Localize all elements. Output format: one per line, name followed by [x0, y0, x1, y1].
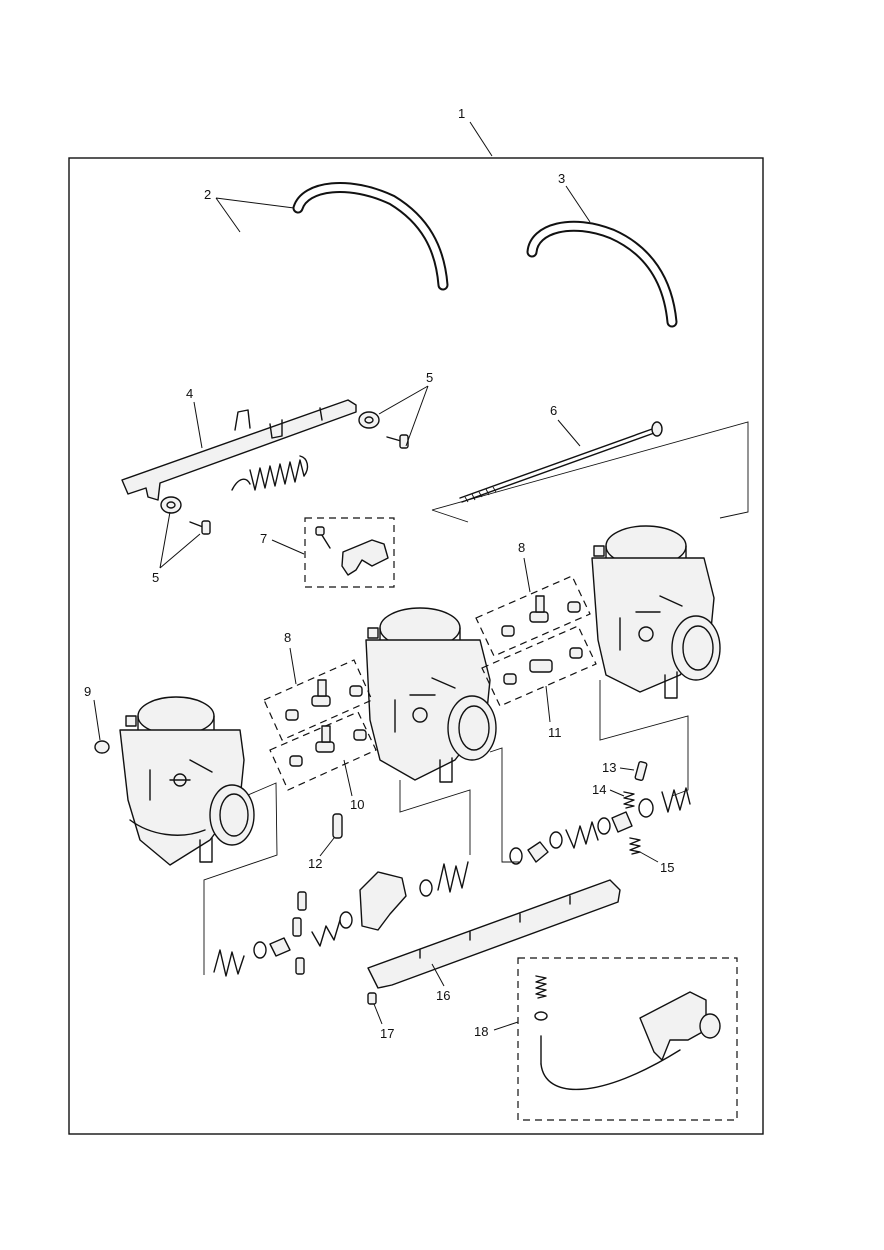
svg-text:5: 5	[152, 570, 159, 585]
svg-text:1: 1	[458, 106, 465, 121]
callout-10: 10	[343, 759, 364, 812]
svg-text:4: 4	[186, 386, 193, 401]
callout-14: 14	[592, 782, 625, 797]
choke-cable	[534, 975, 721, 1091]
callout-17: 17	[373, 1003, 394, 1041]
screw-upper	[386, 434, 409, 449]
screw-17	[367, 992, 377, 1005]
callout-7: 7	[260, 531, 305, 555]
leader-bracket-left	[203, 782, 278, 975]
callout-16: 16	[431, 963, 450, 1003]
callout-9: 9	[84, 684, 101, 741]
callout-4: 4	[186, 386, 203, 449]
linkage-left	[213, 861, 469, 977]
svg-text:5: 5	[426, 370, 433, 385]
kit-box-8-right	[475, 575, 591, 657]
callout-12: 12	[308, 837, 335, 871]
svg-text:16: 16	[436, 988, 450, 1003]
callout-11: 11	[545, 685, 562, 740]
callout-13: 13	[602, 760, 635, 775]
leader-bracket-middle	[489, 747, 520, 863]
spring-14	[623, 791, 635, 809]
svg-text:18: 18	[474, 1024, 488, 1039]
callout-5-lower: 5	[152, 511, 201, 585]
leader-bracket-middle-2	[399, 780, 471, 855]
kit-box-11	[481, 625, 597, 707]
hose-middle	[292, 182, 449, 291]
carburettor-middle	[365, 607, 497, 783]
svg-text:2: 2	[204, 187, 211, 202]
svg-text:3: 3	[558, 171, 565, 186]
callout-3: 3	[558, 171, 591, 223]
washer-upper	[358, 411, 380, 429]
hose-left	[178, 232, 330, 338]
kit-box-8-left	[263, 659, 373, 741]
fuel-rail	[367, 879, 621, 989]
svg-text:15: 15	[660, 860, 674, 875]
carburettor-left	[119, 696, 255, 866]
leader-bracket-right	[599, 680, 689, 797]
nut-9	[94, 740, 110, 754]
callout-15: 15	[639, 851, 674, 875]
svg-text:7: 7	[260, 531, 267, 546]
kit-box-7	[304, 517, 395, 588]
callout-8-left: 8	[284, 630, 297, 685]
callout-2: 2	[204, 187, 295, 233]
throttle-rod	[431, 421, 749, 523]
svg-text:11: 11	[548, 725, 562, 740]
svg-text:10: 10	[350, 797, 364, 812]
svg-text:9: 9	[84, 684, 91, 699]
return-spring	[231, 455, 309, 491]
washer-lower	[160, 496, 182, 514]
carburettor-right	[591, 525, 721, 699]
svg-text:17: 17	[380, 1026, 394, 1041]
callout-1: 1	[458, 106, 493, 157]
svg-text:6: 6	[550, 403, 557, 418]
assembly-frame	[68, 157, 764, 1135]
kit-box-10	[269, 711, 377, 791]
spring-15	[629, 837, 641, 855]
hose-right	[526, 220, 678, 328]
screw-lower	[189, 520, 211, 535]
callout-8-right: 8	[518, 540, 531, 593]
callout-6: 6	[550, 403, 581, 447]
svg-text:13: 13	[602, 760, 616, 775]
svg-text:12: 12	[308, 856, 322, 871]
svg-text:8: 8	[518, 540, 525, 555]
callout-18: 18	[474, 1021, 519, 1039]
linkage-right	[509, 787, 691, 865]
kit-box-18	[517, 957, 738, 1121]
bracket-plate	[121, 399, 357, 501]
screw-13	[634, 761, 648, 781]
pin-12	[332, 813, 343, 839]
svg-text:8: 8	[284, 630, 291, 645]
callout-5-upper: 5	[378, 370, 433, 447]
svg-text:14: 14	[592, 782, 606, 797]
adjuster-bracket	[315, 526, 389, 576]
